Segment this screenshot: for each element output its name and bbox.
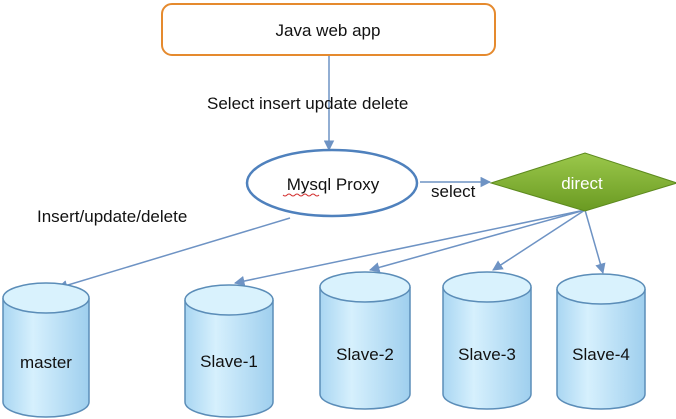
edges <box>56 56 606 291</box>
edge-label-proxy-to-master: Insert/update/delete <box>37 207 187 226</box>
edge-label-app-to-proxy: Select insert update delete <box>207 94 408 113</box>
proxy-label-prefix: Mysql <box>287 175 331 194</box>
edge-direct-to-slave-2 <box>368 209 586 273</box>
direct-label: direct <box>561 174 603 193</box>
proxy-node: Mysql Proxy <box>245 148 419 218</box>
edge-direct-to-slave-4 <box>584 209 606 275</box>
slave-label: Slave-1 <box>200 352 258 371</box>
edge-label-proxy-to-direct: select <box>431 182 476 201</box>
master-label: master <box>20 353 72 372</box>
direct-node: direct <box>489 152 676 212</box>
master-node: master <box>2 282 90 418</box>
slave-node: Slave-1 <box>184 284 274 418</box>
slave-label: Slave-2 <box>336 345 394 364</box>
edge-direct-to-slave-3 <box>492 209 586 271</box>
app-node: Java web app <box>161 3 496 56</box>
edge-proxy-to-master <box>56 217 291 291</box>
spellcheck-underline <box>282 193 320 197</box>
edge-direct-to-slave-1 <box>233 209 586 287</box>
slave-label: Slave-4 <box>572 345 630 364</box>
proxy-label-suffix: Proxy <box>331 175 380 194</box>
slave-node: Slave-3 <box>442 271 532 410</box>
proxy-label: Mysql Proxy <box>287 175 380 194</box>
slave-label: Slave-3 <box>458 345 516 364</box>
slave-node: Slave-4 <box>556 273 646 410</box>
app-label: Java web app <box>276 21 381 40</box>
slave-node: Slave-2 <box>319 271 411 410</box>
